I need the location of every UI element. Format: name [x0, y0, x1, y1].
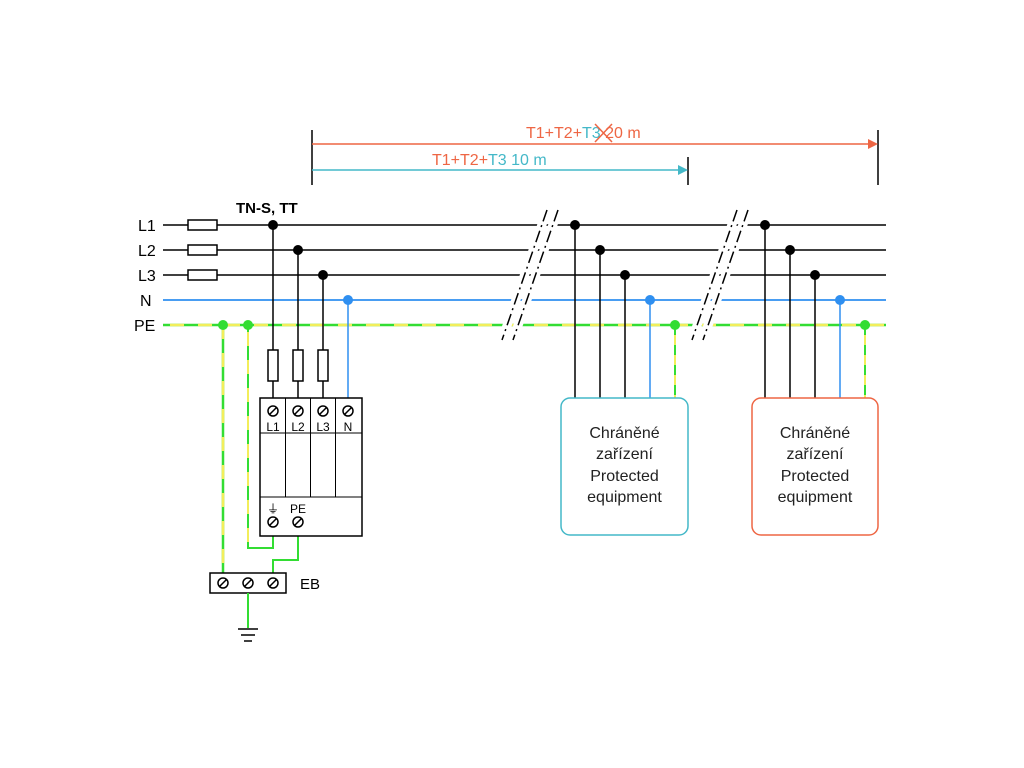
conductor-label-n: N: [140, 293, 152, 310]
device-2-line-1: Chráněné: [780, 425, 850, 442]
conductor-label-l3: L3: [138, 268, 156, 285]
device-1-line-2: zařízení: [596, 446, 653, 463]
dimension-20m-label: T1+T2+T3 20 m: [526, 125, 641, 142]
conductor-label-l1: L1: [138, 218, 156, 235]
spd-earth-symbol: ⏚: [267, 502, 279, 516]
system-label: TN-S, TT: [236, 200, 298, 217]
surge-protection-device: L1 L2 L3 N ⏚ PE: [259, 397, 363, 537]
spd-terminal-pe: PE: [290, 502, 306, 516]
device-2-line-3: Protected: [781, 468, 849, 485]
spd-fuses: [267, 349, 329, 382]
spd-terminal-screws: [267, 405, 354, 528]
spd-terminal-l3: L3: [316, 420, 330, 434]
strike-out-mark: [594, 123, 613, 143]
dimension-10m: T1+T2+T3 10 m: [312, 152, 689, 185]
dimension-10m-label: T1+T2+T3 10 m: [432, 152, 547, 169]
spd-terminal-l2: L2: [291, 420, 305, 434]
device-2-line-4: equipment: [778, 489, 853, 506]
device-1-line-1: Chráněné: [589, 425, 659, 442]
junction-dots: [218, 220, 870, 330]
spd-terminal-n: N: [344, 420, 353, 434]
earth-bar-label: EB: [300, 576, 320, 593]
dimension-20m: T1+T2+T3 20 m: [311, 123, 879, 185]
conductor-labels: L1 L2 L3 N PE: [134, 218, 156, 335]
fuse-l3: [187, 269, 218, 281]
spd-connections: [272, 225, 349, 400]
protected-equipment-2: Chráněné zařízení Protected equipment: [751, 397, 879, 536]
protected-equipment-1: Chráněné zařízení Protected equipment: [560, 397, 689, 536]
earth-bar: EB: [209, 572, 320, 628]
spd-fuse-l2: [292, 349, 304, 382]
pe-drops: [221, 325, 299, 573]
device-2-connections: [764, 225, 866, 398]
spd-fuse-l1: [267, 349, 279, 382]
fuse-l2: [187, 244, 218, 256]
conductor-label-pe: PE: [134, 318, 155, 335]
device-1-line-4: equipment: [587, 489, 662, 506]
device-2-line-2: zařízení: [787, 446, 844, 463]
spd-terminal-l1: L1: [266, 420, 280, 434]
fuse-l1: [187, 219, 218, 231]
device-1-connections: [574, 225, 676, 398]
ground-icon: [238, 628, 258, 642]
device-1-line-3: Protected: [590, 468, 658, 485]
conductor-label-l2: L2: [138, 243, 156, 260]
break-marks: [497, 208, 753, 342]
main-fuses: [187, 219, 218, 281]
spd-fuse-l3: [317, 349, 329, 382]
